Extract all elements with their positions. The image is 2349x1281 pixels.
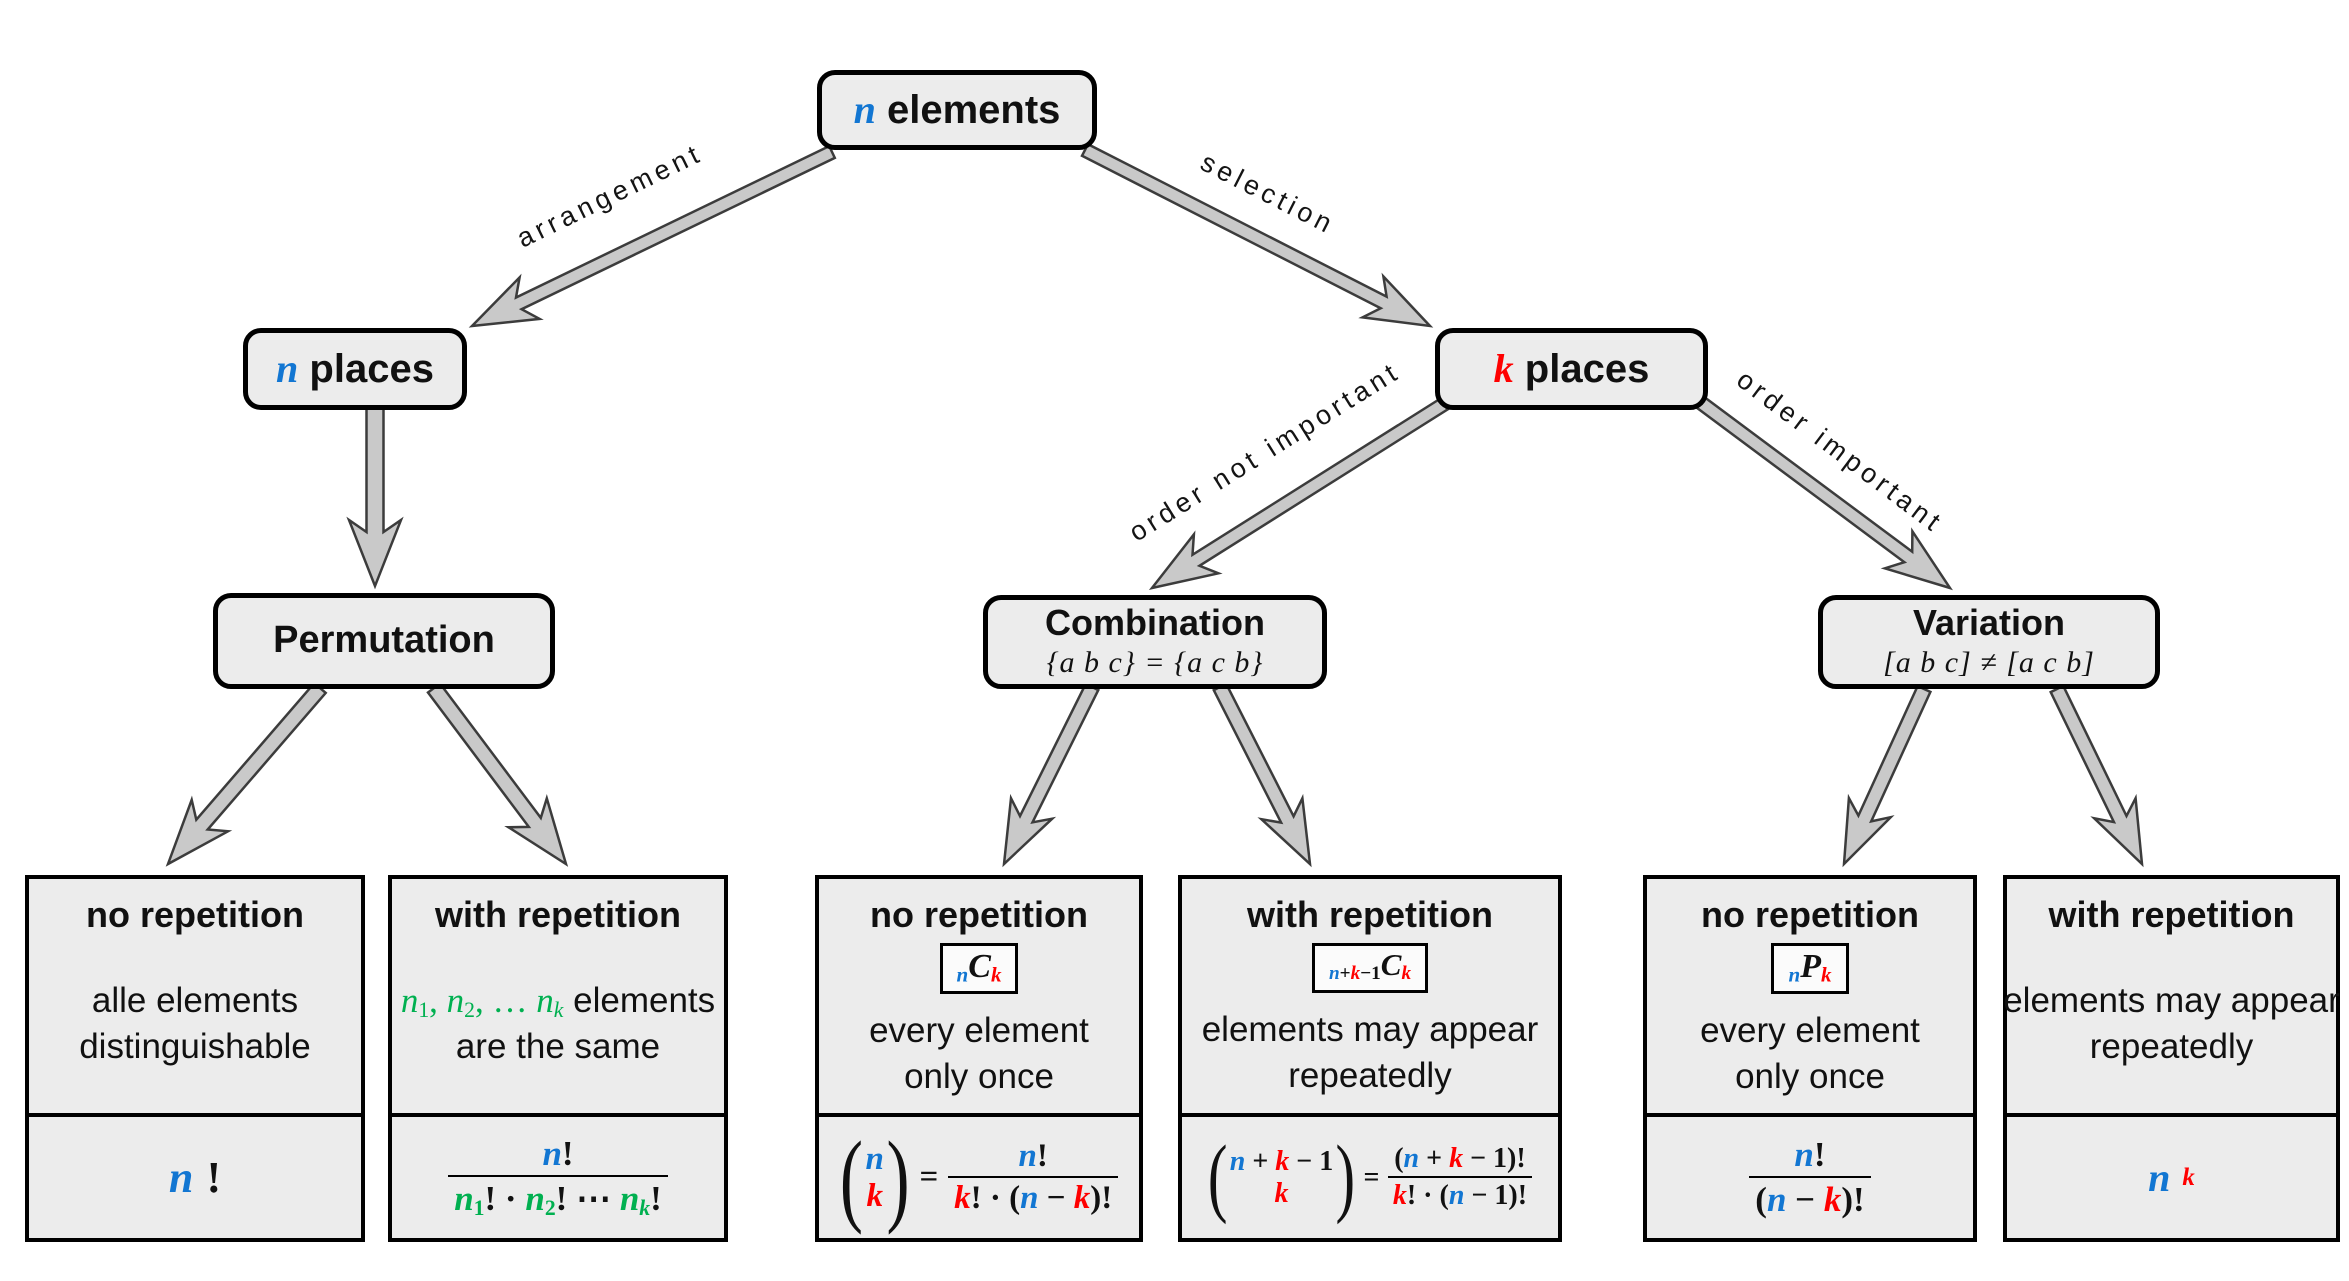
node-title: n places [276,346,434,391]
node-subtitle: [a b c] ≠ [a c b] [1883,645,2095,679]
node-label: places [298,347,434,391]
leaf-description: with repetition n+k−1Ck elements may app… [1182,879,1558,1113]
node-title: Combination [1045,602,1265,644]
leaf-title: no repetition [1701,894,1919,935]
node-title: n elements [853,87,1061,132]
formula-multiset-permutation: n!n1! · n2! ⋯ nk! [392,1113,724,1238]
node-subtitle: {a b c} = {a c b} [1046,645,1264,679]
formula-n-factorial: n! [29,1113,361,1238]
leaf-title: with repetition [2048,894,2295,935]
math-var-k: k [1493,346,1514,391]
leaf-combination-with-repetition: with repetition n+k−1Ck elements may app… [1178,875,1562,1242]
leaf-title: no repetition [86,894,304,935]
node-title: k places [1493,346,1650,391]
badge-row: nCk [939,942,1019,995]
symbol-badge-nPk: nPk [1771,942,1849,995]
leaf-title: with repetition [435,894,681,935]
node-variation: Variation [a b c] ≠ [a c b] [1818,595,2160,689]
node-title: Variation [1912,602,2066,644]
math-var-n: n [853,87,876,132]
badge-row: n+k−1Ck [1311,942,1429,993]
node-label: elements [875,88,1061,132]
node-permutation: Permutation [213,593,555,689]
leaf-title: with repetition [1247,894,1493,935]
node-label: places [1513,347,1650,391]
badge-row: nPk [1771,942,1849,995]
node-title: Permutation [273,619,495,662]
math-var-n: n [276,346,299,391]
symbol-badge-n+k-1Ck: n+k−1Ck [1311,942,1429,993]
node-k-places: k places [1435,328,1708,410]
formula-falling-factorial: n!(n − k)! [1647,1113,1973,1238]
node-n-places: n places [243,328,467,410]
node-combination: Combination {a b c} = {a c b} [983,595,1327,689]
node-n-elements: n elements [817,70,1097,150]
symbol-badge-nCk: nCk [939,942,1019,995]
leaf-title: no repetition [870,894,1088,935]
